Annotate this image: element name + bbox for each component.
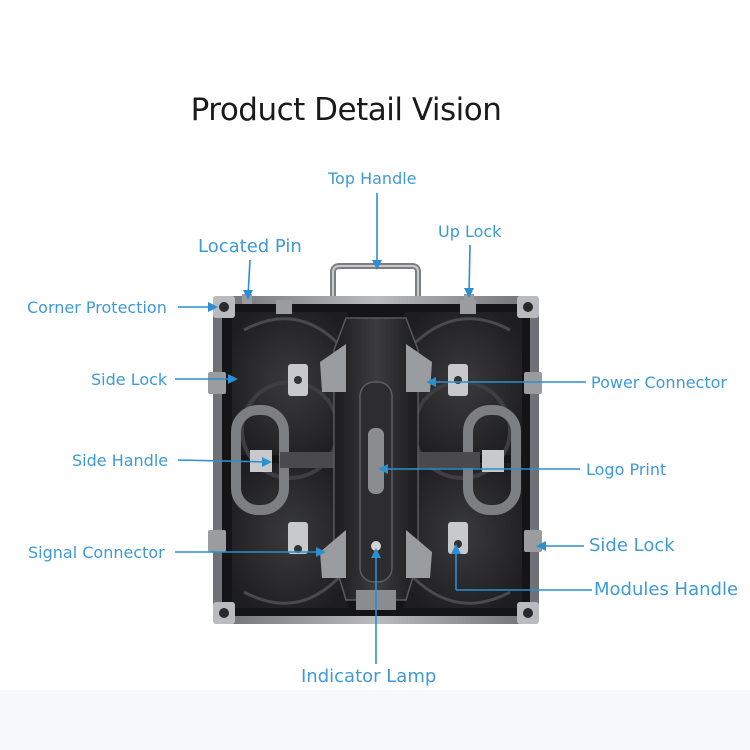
label-top-handle: Top Handle: [328, 169, 417, 188]
label-side-handle: Side Handle: [72, 451, 169, 470]
label-side-lock-right: Side Lock: [589, 535, 675, 556]
module-plates: [288, 364, 468, 554]
page-title: Product Detail Vision: [190, 92, 502, 128]
label-modules-handle: Modules Handle: [594, 579, 739, 600]
label-indicator-lamp: Indicator Lamp: [301, 666, 437, 687]
central-spine: [320, 317, 432, 610]
label-corner-protection: Corner Protection: [27, 298, 167, 317]
footer-band: [0, 690, 750, 750]
label-located-pin: Located Pin: [198, 236, 302, 257]
label-signal-connector: Signal Connector: [28, 543, 165, 562]
label-power-connector: Power Connector: [591, 373, 727, 392]
side-locks: [208, 372, 542, 552]
label-up-lock: Up Lock: [438, 222, 502, 241]
label-side-lock-left: Side Lock: [91, 370, 168, 389]
top-handle: [330, 263, 421, 300]
leader-lines: [175, 193, 592, 664]
label-logo-print: Logo Print: [586, 460, 667, 479]
top-pins: [242, 294, 476, 314]
